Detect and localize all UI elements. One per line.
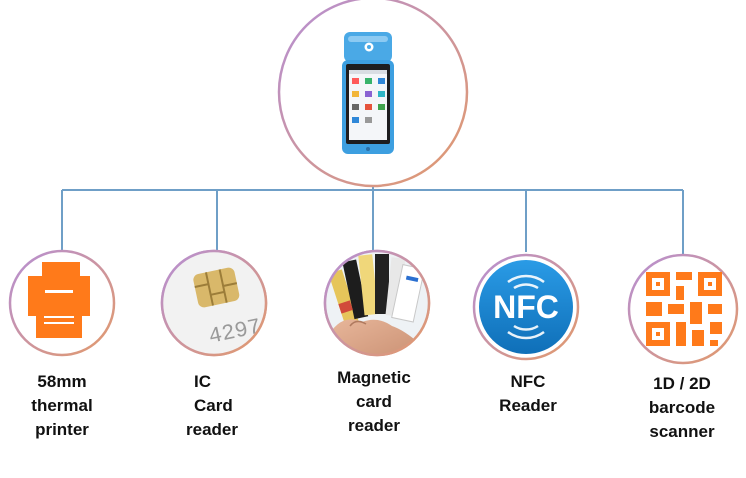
label-magnetic-line-1: Magnetic — [337, 368, 411, 387]
label-printer-line-3: printer — [35, 420, 89, 439]
label-printer: 58mm thermal printer — [12, 370, 112, 442]
label-printer-line-2: thermal — [31, 396, 93, 415]
nfc-icon-text: NFC — [493, 289, 559, 325]
qr-code-icon — [646, 272, 722, 346]
ic-card-node: 4297 — [160, 249, 268, 357]
ic-chip-card-icon: 4297 — [162, 251, 266, 355]
magnetic-cards-icon — [325, 251, 429, 355]
connector-lines — [61, 168, 684, 255]
label-nfc: NFC Reader — [486, 370, 570, 418]
label-nfc-line-2: Reader — [499, 396, 557, 415]
label-barcode-line-1: 1D / 2D — [653, 374, 711, 393]
barcode-node — [627, 253, 739, 365]
label-barcode-line-3: scanner — [649, 422, 715, 441]
device-node — [277, 0, 469, 188]
label-magnetic: Magnetic card reader — [322, 366, 426, 438]
thermal-printer-icon — [28, 262, 90, 338]
label-nfc-line-1: NFC — [510, 372, 546, 391]
label-magnetic-line-2: card — [356, 392, 392, 411]
label-ic-card-line-3: reader — [186, 420, 238, 439]
label-magnetic-line-3: reader — [348, 416, 400, 435]
label-printer-line-1: 58mm — [37, 372, 87, 391]
pos-terminal-icon — [342, 32, 394, 154]
label-ic-card-line-2: Card — [194, 396, 233, 415]
label-ic-card: IC Card reader — [176, 370, 256, 442]
label-ic-card-line-1: IC — [194, 372, 211, 391]
label-barcode: 1D / 2D barcode scanner — [630, 372, 734, 444]
nfc-icon: NFC — [479, 260, 573, 354]
label-barcode-line-2: barcode — [648, 398, 716, 417]
nfc-node: NFC — [472, 253, 580, 361]
printer-node — [8, 249, 116, 357]
magnetic-node — [323, 249, 431, 357]
